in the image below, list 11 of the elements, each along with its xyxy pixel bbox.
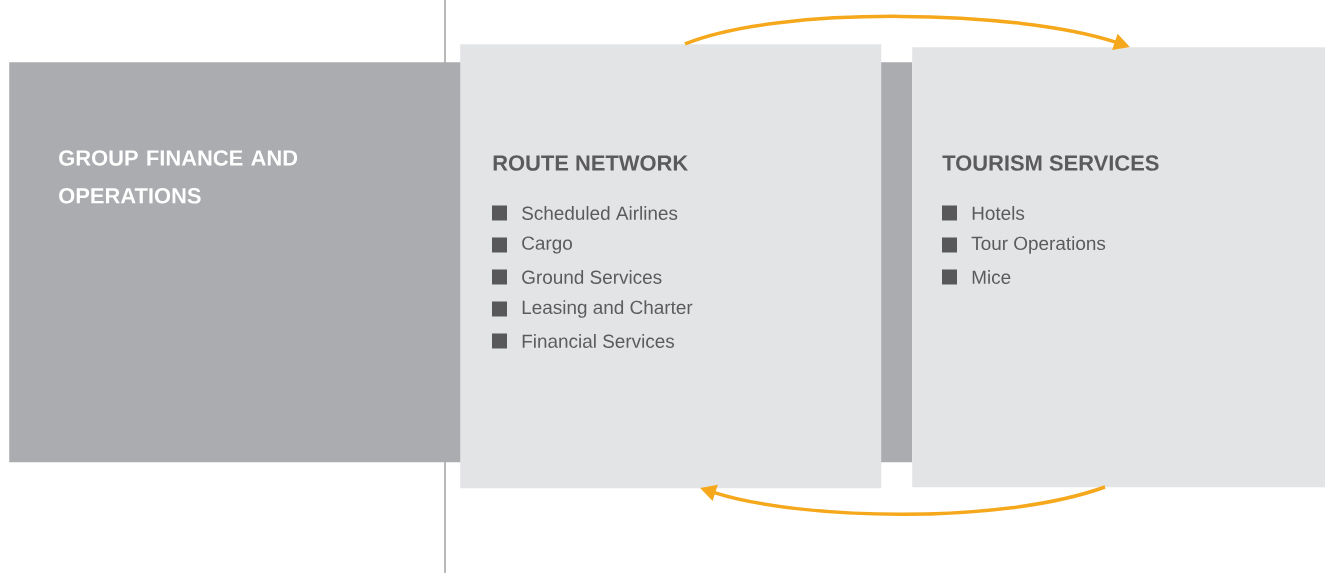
list-item: Leasing and Charter [522, 300, 693, 318]
heading: GROUP FINANCE AND OPERATIONS [59, 150, 298, 204]
heading: ROUTE NETWORK [493, 155, 688, 171]
list-item: Cargo [522, 236, 572, 254]
list-item: Financial Services [522, 334, 675, 348]
heading: TOURISM SERVICES [942, 155, 1159, 171]
list-item: Mice [972, 270, 1011, 284]
list-item: Scheduled Airlines [522, 206, 678, 220]
list-item: Ground Services [522, 270, 662, 284]
list-item: Tour Operations [971, 236, 1106, 254]
list-item: Hotels [972, 206, 1025, 220]
